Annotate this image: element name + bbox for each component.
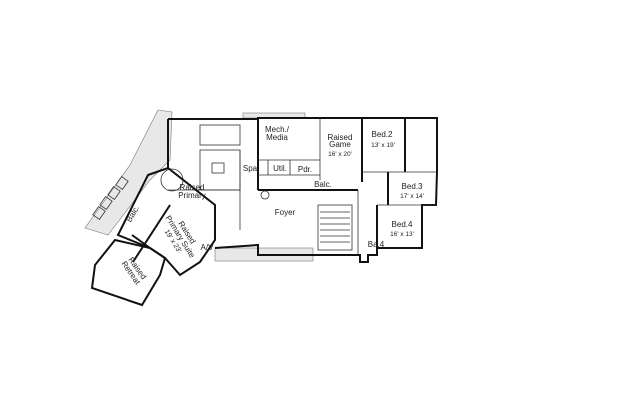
label-raised-primary-1: Raised [180,183,205,192]
stairs [320,211,350,243]
window-bays [92,176,129,220]
primary-suite-wing [116,166,216,277]
label-raised-primary-2: Primary [178,191,206,200]
label-bed4-dim: 16' x 13' [390,231,414,238]
label-bed4: Bed.4 [392,220,413,229]
label-ba4: Ba.4 [368,240,385,249]
raised-retreat-room [90,238,167,307]
label-pdr: Pdr. [298,165,312,174]
label-av: A/V [201,243,215,252]
label-foyer: Foyer [275,208,296,217]
label-bed2-dim: 13' x 19' [371,142,395,149]
label-raised-game-1: Raised [328,133,353,142]
walls [84,109,438,307]
label-balc-upper: Balc. [314,180,332,189]
label-bed3: Bed.3 [402,182,423,191]
label-raised-game-dim: 16' x 20' [328,151,352,158]
label-bed3-dim: 17' x 14' [400,193,424,200]
label-util: Util. [273,164,287,173]
label-mech-media-1: Mech./ [265,125,290,134]
label-raised-game-2: Game [329,140,351,149]
label-spa: Spa [243,164,258,173]
label-bed2: Bed.2 [372,130,393,139]
label-mech-media-2: Media [266,133,288,142]
